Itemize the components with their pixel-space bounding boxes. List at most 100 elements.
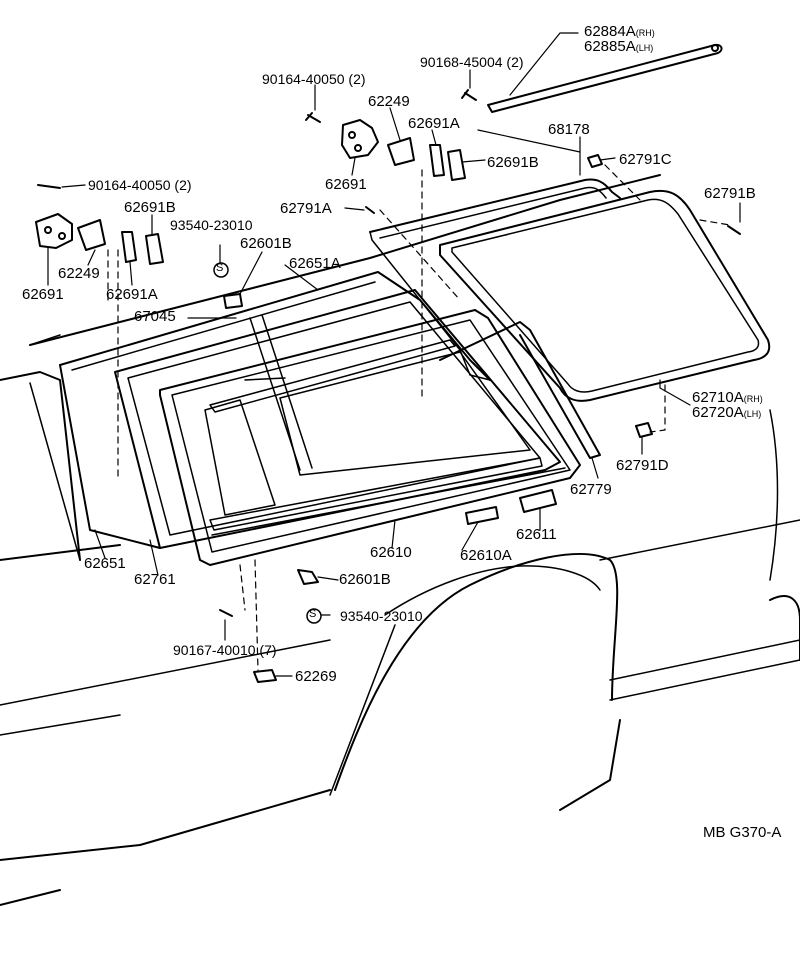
frame-62610-glass-left <box>204 399 276 516</box>
body-belt-line <box>0 639 331 706</box>
callout-62884A: 62884A(RH) <box>584 23 655 40</box>
callout-62601B-top: 62601B <box>240 235 292 252</box>
frame-62610-bottom-rail <box>211 467 566 536</box>
leader-62610A <box>461 521 479 551</box>
frame-62610-divider-1 <box>249 317 301 471</box>
bolt-62791A <box>365 206 375 214</box>
body-bottom-line <box>0 789 331 861</box>
strip-62884A-hole <box>711 44 719 52</box>
rear-body-line-2 <box>609 639 800 681</box>
rear-body-line-1 <box>599 519 800 561</box>
callout-62610A: 62610A <box>460 547 512 564</box>
bolt-90164-top <box>305 112 321 123</box>
frame-62610-inner-lip <box>171 319 571 553</box>
callout-68178: 68178 <box>548 121 590 138</box>
clip-62691A-top <box>429 144 445 177</box>
callout-62885A: 62885A(LH) <box>584 38 654 55</box>
leader-62710A <box>659 379 691 406</box>
clip-62601B-top <box>223 293 243 309</box>
bracket-62249-top <box>387 137 415 166</box>
weatherstrip-62779 <box>439 321 601 459</box>
callout-62710A: 62710A(RH) <box>692 389 763 406</box>
leader-62691-top <box>351 157 356 176</box>
callout-62691-left: 62691 <box>22 286 64 303</box>
body-lower-edge <box>0 544 121 561</box>
body-roof-line <box>29 174 661 346</box>
seal-68178-inner <box>379 186 607 239</box>
body-rocker <box>0 889 61 906</box>
leader-62761 <box>149 539 159 576</box>
callout-62651A: 62651A <box>289 255 341 272</box>
frame-62610-outer <box>159 309 581 566</box>
callout-62601B-bottom: 62601B <box>339 571 391 588</box>
body-belt-line-2 <box>0 714 121 736</box>
leader-62691A-top-ext <box>477 129 581 153</box>
body-pillar-left <box>29 382 81 561</box>
callout-62249-top: 62249 <box>368 93 410 110</box>
callout-62691A-top: 62691A <box>408 115 460 132</box>
leader-62691A-top <box>431 129 437 146</box>
callout-90164-40050-left: 90164-40050 (2) <box>88 177 192 193</box>
callout-62791D: 62791D <box>616 457 669 474</box>
clip-62691B-top <box>447 149 466 181</box>
body-upper-panel-edge <box>0 371 81 561</box>
callout-62791B: 62791B <box>704 185 756 202</box>
handle-62610A <box>465 506 499 525</box>
diagram-reference-code: MB G370-A <box>703 824 782 841</box>
s-symbol-bottom-circle <box>306 608 322 624</box>
wheel-arch-lip <box>329 624 396 796</box>
callout-62249-left: 62249 <box>58 265 100 282</box>
dash-lower-right <box>254 559 259 671</box>
frame-62610-rail-bottom <box>209 457 543 531</box>
callout-62691A-left: 62691A <box>106 286 158 303</box>
leader-62601B-bottom <box>317 576 339 581</box>
callout-90167-40010: 90167-40010 (7) <box>173 642 277 658</box>
leader-62884A <box>509 32 579 96</box>
callout-62269: 62269 <box>295 668 337 685</box>
hinge-62691-left-hole-1 <box>44 226 52 234</box>
leader-62791A <box>344 207 365 211</box>
leader-62249-top <box>389 107 401 141</box>
callout-62691B-top: 62691B <box>487 154 539 171</box>
cover-62269 <box>253 669 277 683</box>
hinge-62691-left-hole-2 <box>58 232 66 240</box>
rear-bumper <box>769 595 800 661</box>
frame-62610-rail-top <box>209 339 456 413</box>
body-side-line <box>29 334 61 346</box>
leader-62779 <box>591 457 599 479</box>
s-symbol-top-circle <box>213 262 229 278</box>
hinge-62691-top-hole-1 <box>348 131 356 139</box>
leader-62601B-top <box>239 251 263 295</box>
clip-62691A-left <box>121 231 137 263</box>
callout-62720A: 62720A(LH) <box>692 404 762 421</box>
callout-90168-45004: 90168-45004 (2) <box>420 54 524 70</box>
nut-62791C <box>587 154 603 168</box>
leader-62249-left <box>87 249 96 266</box>
frame-62610-glass-right <box>279 351 531 476</box>
wheel-arch-outer <box>334 553 619 791</box>
callout-62651: 62651 <box>84 555 126 572</box>
callout-62611: 62611 <box>516 526 557 543</box>
dash-62791B <box>699 219 731 226</box>
s-symbol-top: S <box>216 262 224 274</box>
callout-67045: 67045 <box>134 308 176 325</box>
bolt-90167 <box>219 609 233 617</box>
leader-62610 <box>391 519 396 549</box>
rear-body-line-3 <box>609 659 800 701</box>
callout-62761: 62761 <box>134 571 176 588</box>
callout-62691-top: 62691 <box>325 176 367 193</box>
bolt-90168 <box>461 89 477 101</box>
callout-62791C: 62791C <box>619 151 672 168</box>
frame-62610-divider-3 <box>244 377 286 381</box>
callout-90164-40050-top: 90164-40050 (2) <box>262 71 366 87</box>
frame-62651 <box>59 271 491 381</box>
frame-62761 <box>114 289 561 549</box>
leader-62651 <box>94 529 106 559</box>
dash-lower-left <box>239 564 246 611</box>
frame-62651-inner <box>71 281 376 371</box>
callout-62610: 62610 <box>370 544 412 561</box>
leader-62691B-top <box>461 159 486 163</box>
bracket-62249-left <box>77 219 106 251</box>
